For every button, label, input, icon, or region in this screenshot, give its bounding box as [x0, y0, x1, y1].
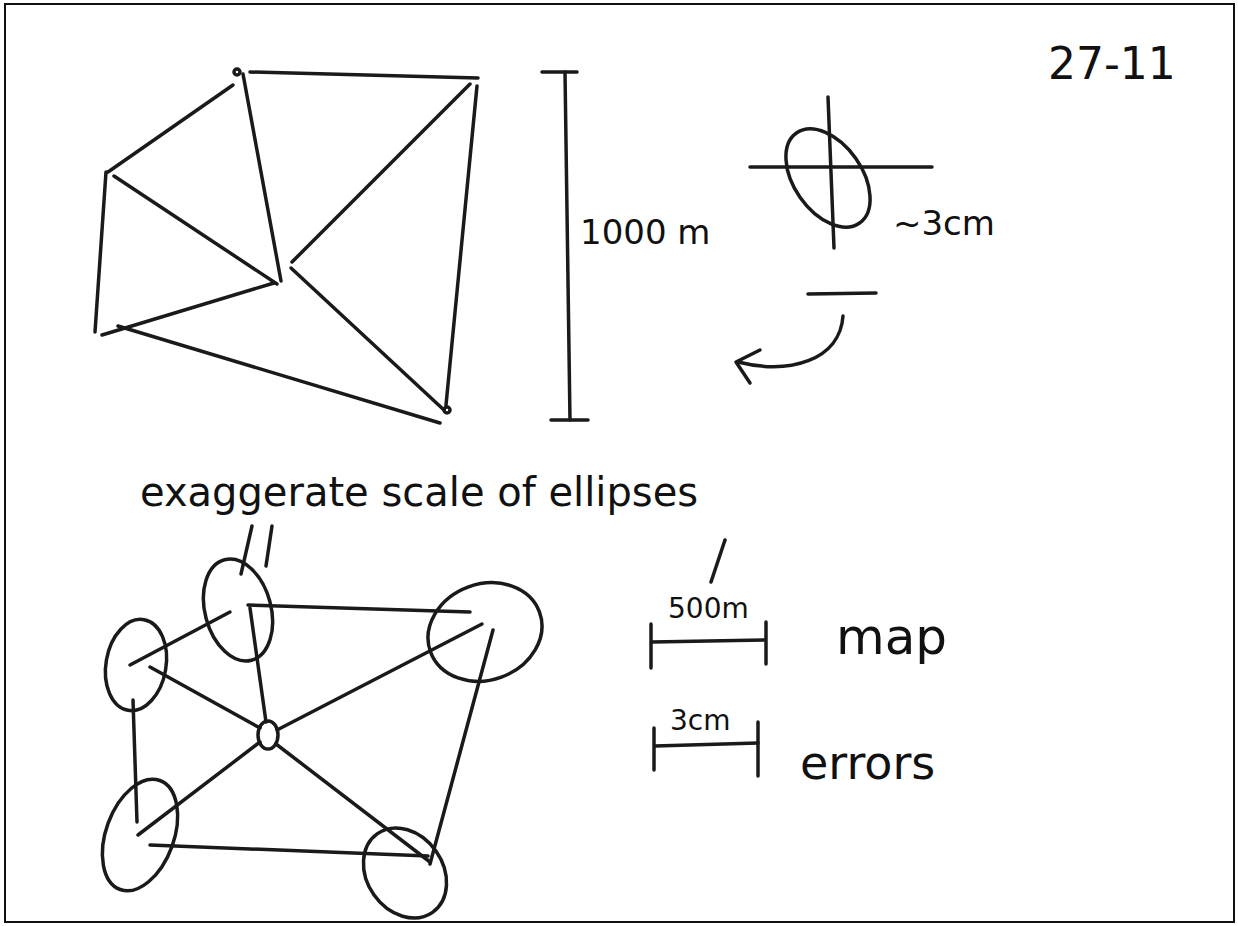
network-line — [150, 845, 428, 856]
network-line — [150, 667, 260, 728]
network-line — [248, 605, 470, 612]
error-ellipse — [98, 614, 173, 715]
network-line — [446, 86, 477, 405]
error-ellipse — [193, 551, 284, 669]
sketch-strokes — [88, 69, 932, 926]
network-line — [138, 742, 260, 835]
station-point — [234, 69, 240, 75]
scale-tick — [764, 622, 768, 664]
scale-bar — [655, 743, 758, 746]
arrow-head — [736, 350, 760, 383]
note-label: exaggerate scale of ellipses — [140, 470, 698, 514]
dash-mark — [808, 293, 876, 294]
cross-line — [750, 165, 932, 169]
network-line — [292, 84, 470, 262]
error-ellipse — [769, 113, 888, 242]
curved-arrow — [738, 316, 843, 367]
network-line — [250, 72, 478, 78]
network-line — [114, 176, 277, 284]
network-line — [250, 608, 266, 722]
network-line — [277, 624, 482, 730]
scale-bar — [652, 640, 765, 642]
error-ellipse — [414, 567, 556, 697]
network-line — [276, 744, 430, 862]
scale-bar — [565, 72, 570, 420]
network-line — [243, 74, 281, 281]
dimension-label: ~3cm — [893, 205, 995, 242]
leader-line — [266, 526, 272, 566]
date-label: 27-11 — [1048, 40, 1176, 88]
error-ellipse — [346, 812, 463, 926]
scale-label: map — [836, 610, 947, 665]
dimension-label: 1000 m — [580, 214, 710, 251]
network-line — [430, 630, 493, 864]
station-point — [444, 407, 450, 413]
network-line — [118, 326, 440, 423]
network-line — [108, 85, 233, 172]
scale-tick — [652, 728, 656, 770]
network-line — [133, 700, 137, 822]
scale-tick — [649, 624, 653, 668]
scale-tick — [756, 722, 760, 776]
leader-line — [711, 540, 725, 582]
scale-label: errors — [800, 738, 935, 789]
scale-tick — [551, 418, 588, 422]
page-frame — [5, 4, 1234, 922]
network-line — [95, 172, 106, 332]
network-line — [291, 268, 444, 410]
scale-tick — [542, 70, 577, 74]
network-line — [130, 612, 230, 665]
dimension-label: 500m — [668, 594, 749, 625]
dimension-label: 3cm — [670, 706, 730, 737]
